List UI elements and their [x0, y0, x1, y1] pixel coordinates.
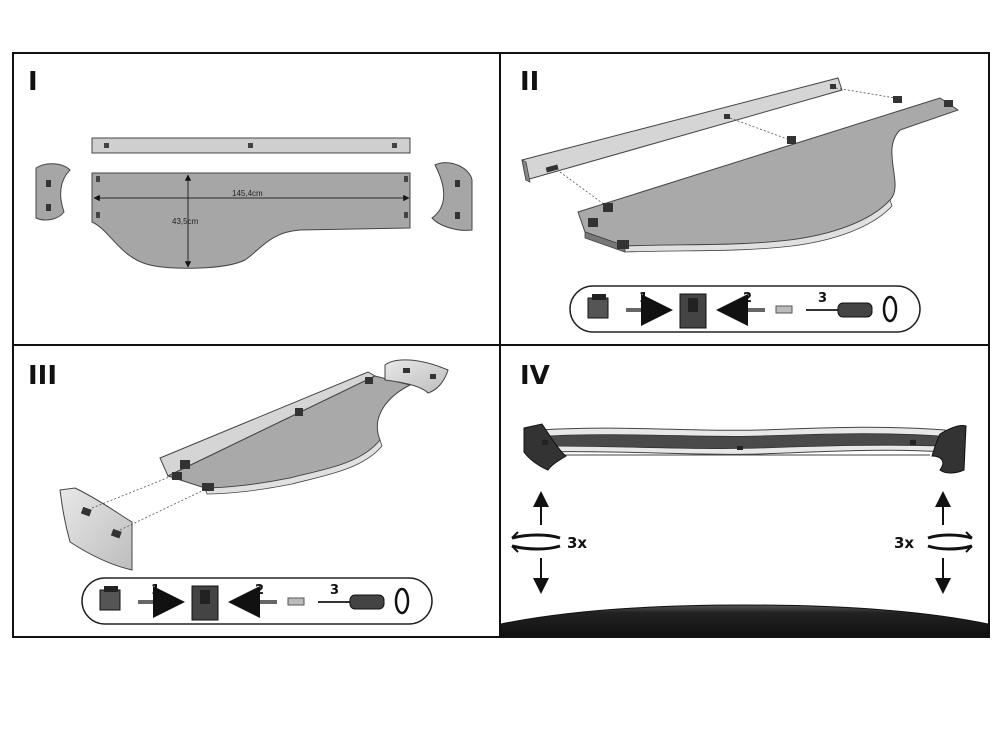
assembled-unit	[523, 423, 967, 474]
sequence-number-1: 1	[639, 291, 648, 306]
sequence-number-2: 2	[743, 291, 752, 306]
width-dimension-label: 145,4cm	[232, 189, 263, 198]
right-end-plate	[431, 162, 473, 231]
screwdriver-icon	[318, 594, 385, 610]
fastening-sequence: 1 2 3	[81, 577, 433, 625]
rail-part	[521, 77, 843, 183]
step-label-3: III	[28, 361, 57, 391]
panel-step-1: I 145,4cm 43,5cm	[28, 67, 473, 269]
panel-step-4: IV 3x	[500, 361, 989, 637]
right-repeat-count: 3x	[894, 534, 914, 552]
rail-part	[91, 137, 411, 154]
step-label-4: IV	[520, 361, 550, 391]
right-adjust-indicator: 3x	[894, 491, 973, 594]
sequence-number-1: 1	[151, 583, 160, 598]
alignment-guides	[91, 475, 205, 531]
rail-and-panel-assembly	[159, 371, 412, 495]
sequence-number-3: 3	[330, 583, 339, 598]
left-adjust-indicator: 3x	[511, 491, 587, 594]
screw-part	[775, 305, 793, 314]
panel-step-2: II	[520, 67, 960, 333]
rotate-icon	[882, 295, 898, 323]
left-repeat-count: 3x	[567, 534, 587, 552]
panel-step-3: III	[28, 359, 449, 625]
left-end-plate	[59, 487, 133, 571]
sequence-number-2: 2	[255, 583, 264, 598]
step-label-2: II	[520, 67, 539, 97]
main-panel-part	[577, 96, 960, 253]
screw-part	[287, 597, 305, 606]
step-label-1: I	[28, 67, 38, 97]
height-dimension-label: 43,5cm	[172, 217, 199, 226]
rotate-arrow-icon	[927, 531, 973, 553]
bracket-part	[191, 585, 219, 621]
right-end-plate	[384, 359, 449, 394]
main-panel-part: 145,4cm 43,5cm	[91, 172, 411, 269]
left-end-plate	[35, 163, 71, 221]
clip-part	[587, 294, 609, 319]
alignment-guides	[559, 87, 896, 206]
sequence-number-3: 3	[818, 291, 827, 306]
screwdriver-icon	[806, 302, 873, 318]
car-roof	[500, 604, 989, 637]
clip-part	[99, 586, 121, 611]
rotate-arrow-icon	[511, 531, 561, 553]
fastening-sequence: 1 2 3	[569, 285, 921, 333]
bracket-part	[679, 293, 707, 329]
rotate-icon	[394, 587, 410, 615]
